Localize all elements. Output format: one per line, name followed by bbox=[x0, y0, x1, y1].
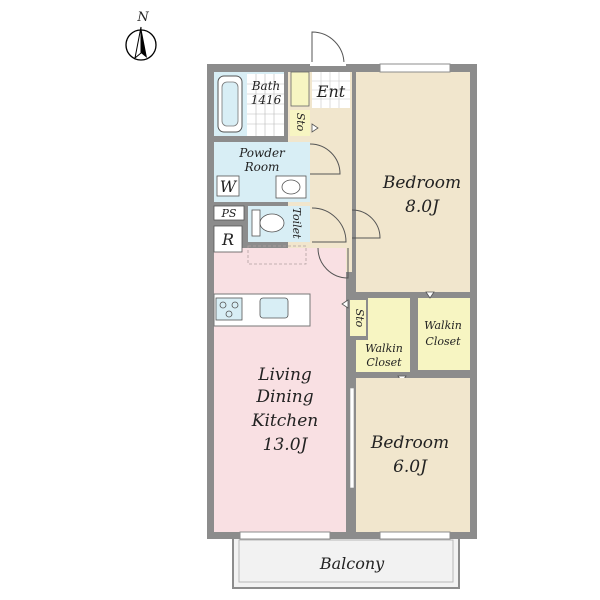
entry-door-swing bbox=[311, 31, 345, 65]
kitchen-cupboard-overhead bbox=[247, 245, 307, 265]
walkin-closet-center bbox=[356, 340, 410, 372]
bedroom-large-label: Bedroom bbox=[382, 173, 461, 193]
walkin-closet-center-upper bbox=[368, 298, 410, 340]
entry-door-opening bbox=[310, 62, 346, 66]
bathtub-basin bbox=[221, 81, 239, 127]
walkin-closet-center-label-1: Walkin bbox=[365, 342, 403, 355]
storage-entry-label: Sto bbox=[294, 113, 307, 132]
refrigerator-label: R bbox=[221, 230, 234, 249]
compass-needle bbox=[141, 27, 147, 58]
balcony: Balcony bbox=[232, 535, 460, 589]
walkin-closet-right bbox=[418, 298, 470, 370]
washer-label: W bbox=[220, 177, 238, 196]
bedroom-small-sliding-door bbox=[349, 387, 355, 489]
entrance-label: Ent bbox=[316, 82, 346, 101]
ldk-label-1: Living bbox=[257, 365, 312, 385]
walkin-closet-right-arrow-icon bbox=[425, 291, 435, 299]
bath-tile-grid bbox=[247, 74, 284, 136]
powder-room-label-2: Room bbox=[244, 160, 280, 174]
refrigerator-space bbox=[213, 225, 243, 253]
ldk-label-2: Dining bbox=[255, 387, 313, 407]
storage-mid-label: Sto bbox=[353, 309, 366, 328]
burner-icon bbox=[225, 310, 233, 318]
powder-room-label-1: Powder bbox=[238, 146, 286, 160]
bedroom-large-door-swing bbox=[351, 209, 381, 239]
stove-icon bbox=[215, 297, 243, 321]
pipe-space bbox=[213, 205, 245, 221]
washbasin-bowl bbox=[281, 179, 301, 195]
bath-tile-area bbox=[247, 74, 284, 136]
walkin-closet-right-label-1: Walkin bbox=[424, 319, 462, 332]
balcony-rail bbox=[238, 539, 454, 583]
storage-entry-arrow-icon bbox=[311, 123, 319, 133]
toilet-tank bbox=[251, 209, 261, 237]
pipe-space-label: PS bbox=[221, 207, 237, 220]
compass: N bbox=[125, 10, 157, 61]
burner-icon bbox=[231, 301, 239, 309]
balcony-label: Balcony bbox=[319, 554, 385, 573]
bath-size-label: 1416 bbox=[251, 93, 282, 107]
bedroom-large-window bbox=[379, 63, 451, 73]
walkin-closet-center-label-2: Closet bbox=[366, 356, 402, 369]
storage-mid bbox=[350, 300, 366, 336]
ldk-label-3: Kitchen bbox=[251, 411, 318, 431]
toilet-label: Toilet bbox=[290, 207, 303, 239]
bedroom-small-size-label: 6.0J bbox=[393, 457, 428, 477]
bedroom-small-label: Bedroom bbox=[370, 433, 449, 453]
bedroom-small-balcony-window bbox=[379, 531, 451, 540]
entrance-tile-grid bbox=[312, 72, 350, 108]
bath-label: Bath bbox=[251, 79, 281, 93]
shoe-cabinet bbox=[290, 71, 310, 107]
storage-mid-arrow-icon bbox=[341, 299, 349, 309]
burner-icon bbox=[219, 301, 227, 309]
ldk-door-swing bbox=[317, 247, 349, 279]
north-label: N bbox=[136, 10, 149, 25]
washbasin-icon bbox=[275, 175, 307, 199]
kitchen-sink-icon bbox=[259, 297, 289, 319]
storage-entry bbox=[290, 110, 310, 136]
ldk-balcony-window bbox=[239, 531, 331, 540]
washer-space bbox=[216, 175, 240, 197]
powder-door-swing bbox=[309, 143, 341, 175]
toilet-icon bbox=[259, 213, 285, 233]
balcony-floor bbox=[232, 535, 460, 589]
bedroom-large-size-label: 8.0J bbox=[405, 197, 440, 217]
bedroom-large-floor bbox=[356, 72, 470, 292]
bedroom-small-floor bbox=[356, 378, 470, 532]
toilet-door-swing bbox=[311, 207, 347, 243]
compass-needle-light bbox=[134, 26, 142, 60]
ldk-size-label: 13.0J bbox=[263, 435, 309, 455]
walkin-closet-right-label-2: Closet bbox=[425, 335, 461, 348]
